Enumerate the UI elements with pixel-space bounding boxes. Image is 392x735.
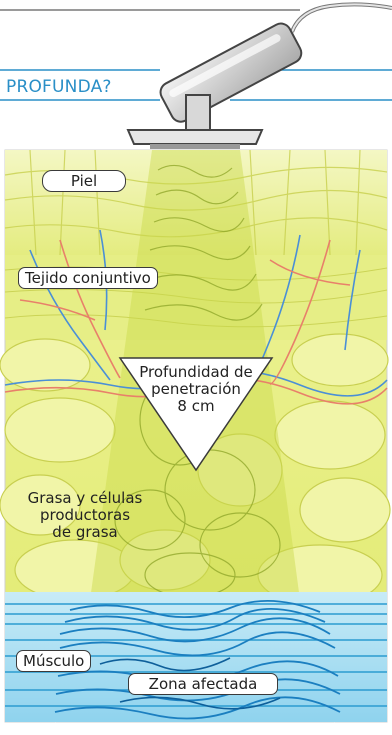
device-neck xyxy=(186,95,210,130)
label-skin: Piel xyxy=(42,170,126,192)
label-muscle: Músculo xyxy=(16,650,91,672)
fat-line-3: de grasa xyxy=(8,524,162,541)
fat-line-1: Grasa y células xyxy=(8,490,162,507)
label-affected-zone: Zona afectada xyxy=(128,673,278,695)
label-fat: Grasa y células productoras de grasa xyxy=(8,490,162,541)
device-plate xyxy=(128,130,262,144)
depth-line-1: Profundidad de xyxy=(128,364,264,381)
label-depth: Profundidad de penetración 8 cm xyxy=(128,364,264,415)
section-heading: PROFUNDA? xyxy=(6,77,112,97)
label-connective-tissue: Tejido conjuntivo xyxy=(18,267,158,289)
fat-line-2: productoras xyxy=(8,507,162,524)
depth-line-2: penetración xyxy=(128,381,264,398)
device-cable xyxy=(292,4,392,32)
ultrasound-device xyxy=(157,20,305,125)
depth-line-3: 8 cm xyxy=(128,398,264,415)
